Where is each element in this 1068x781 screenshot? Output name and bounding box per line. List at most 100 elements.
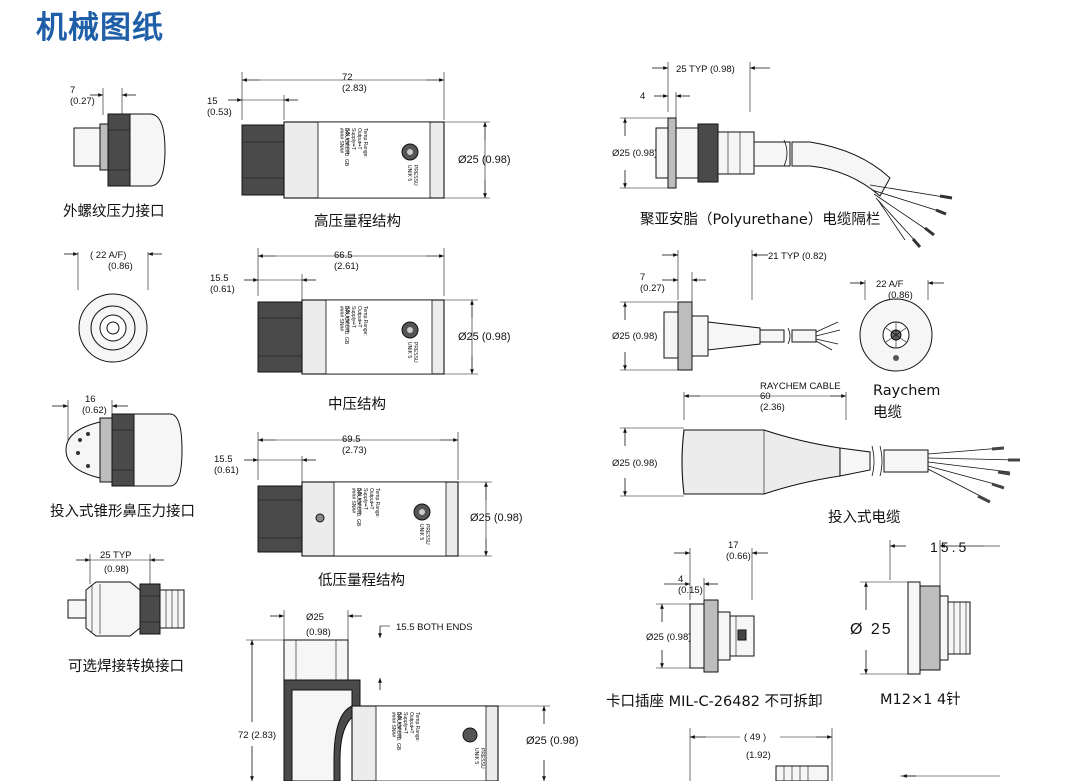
dim-af22b-in: (0.86) <box>888 290 913 301</box>
dim-66-5-in: (2.61) <box>334 261 359 272</box>
caption-raychem: Raychem 电缆 <box>873 383 941 421</box>
low-brand: DRUCK LTD. GB <box>355 488 361 527</box>
dim-4b-in: (0.15) <box>678 585 703 596</box>
flush-label-4: Output••T <box>408 712 414 734</box>
low-press-1: UNIK 5 <box>418 524 424 540</box>
dim-72-in: (2.83) <box>342 83 367 94</box>
dim-15-5b: 15.5 <box>214 454 233 465</box>
dim-72b: 72 (2.83) <box>238 730 276 741</box>
dim-16: 16 <box>85 394 96 405</box>
dim-16-in: (0.62) <box>82 405 107 416</box>
caption-m12: M12×1 4针 <box>880 692 961 708</box>
caption-submersible-nose: 投入式锥形鼻压力接口 <box>50 504 195 520</box>
dim-17: 17 <box>728 540 739 551</box>
raychem-side-drawing: 21 TYP (0.82) 7 (0.27) Ø25 (0.98) 22 A/F… <box>612 250 944 372</box>
med-label-2: S/N ###### <box>344 306 350 333</box>
caption-submersible-cable: 投入式电缆 <box>828 510 901 526</box>
high-label-5: Temp.Range: <box>362 128 368 158</box>
caption-medium-pressure: 中压结构 <box>328 397 386 413</box>
flush-press-1: UNIK 5 <box>473 748 479 764</box>
dim-15-5: 15.5 <box>210 273 229 284</box>
dim-25typb: 25 TYP <box>100 550 132 561</box>
high-label-3: Supply••T <box>350 128 356 150</box>
caption-bayonet: 卡口插座 MIL-C-26482 不可拆卸 <box>606 694 823 710</box>
dim-17-in: (0.66) <box>726 551 751 562</box>
dim-m12-dia: Ø 25 <box>850 621 893 638</box>
high-press-1: UNIK 5 <box>406 165 412 181</box>
dim-69-5: 69.5 <box>342 434 361 445</box>
med-brand: DRUCK LTD. GB <box>343 306 349 345</box>
dim-both-ends: 15.5 BOTH ENDS <box>396 622 473 633</box>
page-title: 机械图纸 <box>36 10 164 46</box>
caption-polyurethane: 聚亚安脂（Polyurethane）电缆隔栏 <box>640 212 881 228</box>
low-label-1: #### SN## <box>350 488 356 513</box>
low-label-5: Temp.Range: <box>374 488 380 518</box>
caption-high-pressure: 高压量程结构 <box>314 214 401 230</box>
dim-dia25-flush: Ø25 (0.98) <box>526 735 579 747</box>
submersible-cable-drawing: RAYCHEM CABLE 60 (2.36) Ø25 (0.98) <box>612 381 1020 504</box>
dim-dia25-top-in: (0.98) <box>306 627 331 638</box>
partial-bottom-drawing: ( 49 ) (1.92) <box>689 728 1000 781</box>
dim-15: 15 <box>207 96 218 107</box>
flush-label-5: Temp.Range: <box>414 712 420 742</box>
dim-af22-in: (0.86) <box>108 261 133 272</box>
dim-60-in: (2.36) <box>760 402 785 413</box>
dim-66-5: 66.5 <box>334 250 353 261</box>
med-label-5: Temp.Range: <box>362 306 368 336</box>
dim-15-in: (0.53) <box>207 107 232 118</box>
m12-connector-drawing: 15.5 Ø 25 <box>850 539 1000 675</box>
dim-25typ: 25 TYP (0.98) <box>676 64 735 75</box>
dim-7: 7 <box>70 85 75 96</box>
med-press-1: UNIK 5 <box>406 342 412 358</box>
dim-4: 4 <box>640 91 645 102</box>
caption-low-pressure: 低压量程结构 <box>318 573 405 589</box>
dim-dia25-sub: Ø25 (0.98) <box>612 458 657 469</box>
med-label-1: #### SN## <box>338 306 344 331</box>
flush-body-drawing: Ø25 (0.98) 15.5 BOTH ENDS 72 (2.83) ####… <box>238 610 579 781</box>
flush-brand: DRUCK LTD. GB <box>395 712 401 751</box>
high-label-2: S/N ###### <box>344 128 350 155</box>
dim-69-5-in: (2.73) <box>342 445 367 456</box>
front-view-drawing: ( 22 A/F) (0.86) <box>64 250 162 363</box>
dim-m12-len: 15.5 <box>930 539 969 555</box>
dim-72: 72 <box>342 72 353 83</box>
dim-dia25-top: Ø25 <box>306 612 324 623</box>
dim-dia25-low: Ø25 (0.98) <box>470 512 523 524</box>
dim-dia25-high: Ø25 (0.98) <box>458 154 511 166</box>
dim-7-in: (0.27) <box>70 96 95 107</box>
low-label-3: Supply••T <box>362 488 368 510</box>
dim-af22b: 22 A/F <box>876 279 904 290</box>
dim-af22: ( 22 A/F) <box>90 250 126 261</box>
high-label-4: Output••T <box>356 128 362 150</box>
caption-weld-adapter: 可选焊接转换接口 <box>68 659 184 675</box>
dim-dia25-bay: Ø25 (0.98) <box>646 632 691 643</box>
high-brand: DRUCK LTD. GB <box>343 128 349 167</box>
submersible-nose-drawing: 16 (0.62) <box>52 394 183 487</box>
dim-4b: 4 <box>678 574 683 585</box>
dim-15-5-in: (0.61) <box>210 284 235 295</box>
dim-7b: 7 <box>640 272 645 283</box>
flush-label-2: S/N ###### <box>396 712 402 739</box>
med-label-3: Supply••T <box>350 306 356 328</box>
med-press-2: PRESSU <box>412 342 418 363</box>
low-pressure-drawing: 69.5 (2.73) 15.5 (0.61) #### SN## S/N ##… <box>214 432 523 557</box>
weld-adapter-drawing: 25 TYP (0.98) <box>67 550 185 637</box>
flush-label-1: #### SN## <box>390 712 396 737</box>
medium-pressure-drawing: 66.5 (2.61) 15.5 (0.61) #### SN## S/N ##… <box>210 248 511 375</box>
dim-60: 60 <box>760 391 771 402</box>
low-press-2: PRESSU <box>424 524 430 545</box>
dim-25typb-in: (0.98) <box>104 564 129 575</box>
raychem-cable-label: RAYCHEM CABLE <box>760 381 841 392</box>
dim-15-5b-in: (0.61) <box>214 465 239 476</box>
high-press-2: PRESSU <box>412 165 418 186</box>
polyurethane-cable-drawing: 25 TYP (0.98) 4 Ø25 (0.98) <box>612 62 953 248</box>
high-pressure-drawing: 72 (2.83) 15 (0.53) #### SN## S/N ######… <box>207 72 511 199</box>
dim-7b-in: (0.27) <box>640 283 665 294</box>
flush-label-3: Supply••T <box>402 712 408 734</box>
dim-dia25-poly: Ø25 (0.98) <box>612 148 657 159</box>
dim-21typ: 21 TYP (0.82) <box>768 251 827 262</box>
low-label-2: S/N ###### <box>356 488 362 515</box>
low-label-4: Output••T <box>368 488 374 510</box>
flush-press-2: PRESSU <box>479 748 485 769</box>
